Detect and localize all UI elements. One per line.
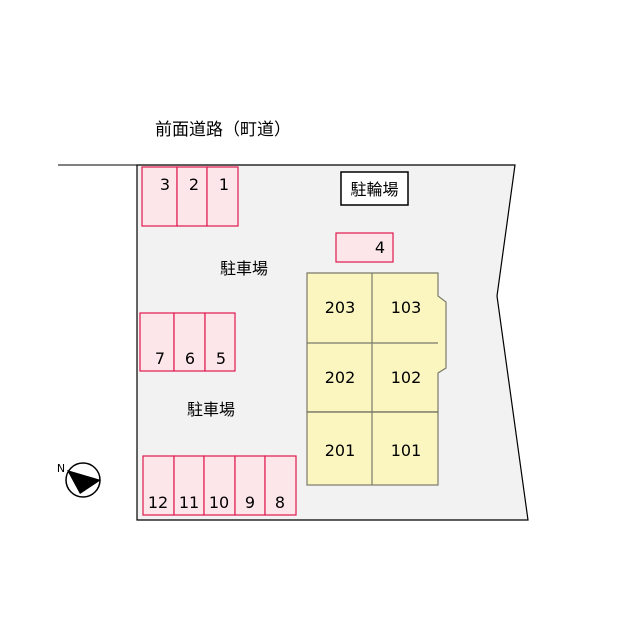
parking-space-number: 12 [148, 493, 168, 512]
parking-space [264, 455, 297, 516]
parking-space [141, 166, 178, 227]
unit-number: 201 [325, 441, 356, 460]
parking-space [173, 312, 206, 372]
parking-space-number: 4 [375, 238, 385, 257]
parking-area-label-upper: 駐車場 [220, 259, 268, 278]
bicycle-parking-box [340, 171, 409, 206]
parking-space-number: 11 [179, 493, 199, 512]
parking-space [206, 166, 239, 227]
north-arrow-icon [67, 470, 101, 494]
parking-space-number: 2 [189, 175, 199, 194]
parking-space-number: 3 [160, 175, 170, 194]
parking-space-number: 1 [219, 175, 229, 194]
unit-number: 101 [391, 441, 422, 460]
compass-north-label: N [57, 462, 65, 475]
unit-number: 102 [391, 368, 422, 387]
parking-space [335, 232, 394, 263]
unit-number: 203 [325, 298, 356, 317]
parking-area-label-lower: 駐車場 [187, 400, 235, 419]
compass-icon: N [57, 462, 101, 498]
parking-row-top: 3 2 1 [141, 166, 239, 227]
parking-space-number: 10 [209, 493, 229, 512]
parking-space [176, 166, 208, 227]
parking-space-number: 8 [275, 493, 285, 512]
parking-row-bottom: 12 11 10 9 8 [142, 455, 297, 516]
unit-number: 103 [391, 298, 422, 317]
parking-space-number: 7 [155, 349, 165, 368]
parking-row-middle: 7 6 5 [139, 312, 236, 372]
parking-space-number: 6 [185, 349, 195, 368]
road-label: 前面道路（町道） [155, 120, 291, 140]
parking-space-number: 5 [216, 349, 226, 368]
unit-number: 202 [325, 368, 356, 387]
parking-space [234, 455, 266, 516]
parking-space [204, 312, 236, 372]
parking-space [142, 455, 175, 516]
parking-space [173, 455, 205, 516]
parking-space-number: 9 [245, 493, 255, 512]
bicycle-parking-label: 駐輪場 [350, 180, 398, 199]
apartment-building: 203 103 202 102 201 101 [306, 272, 447, 486]
